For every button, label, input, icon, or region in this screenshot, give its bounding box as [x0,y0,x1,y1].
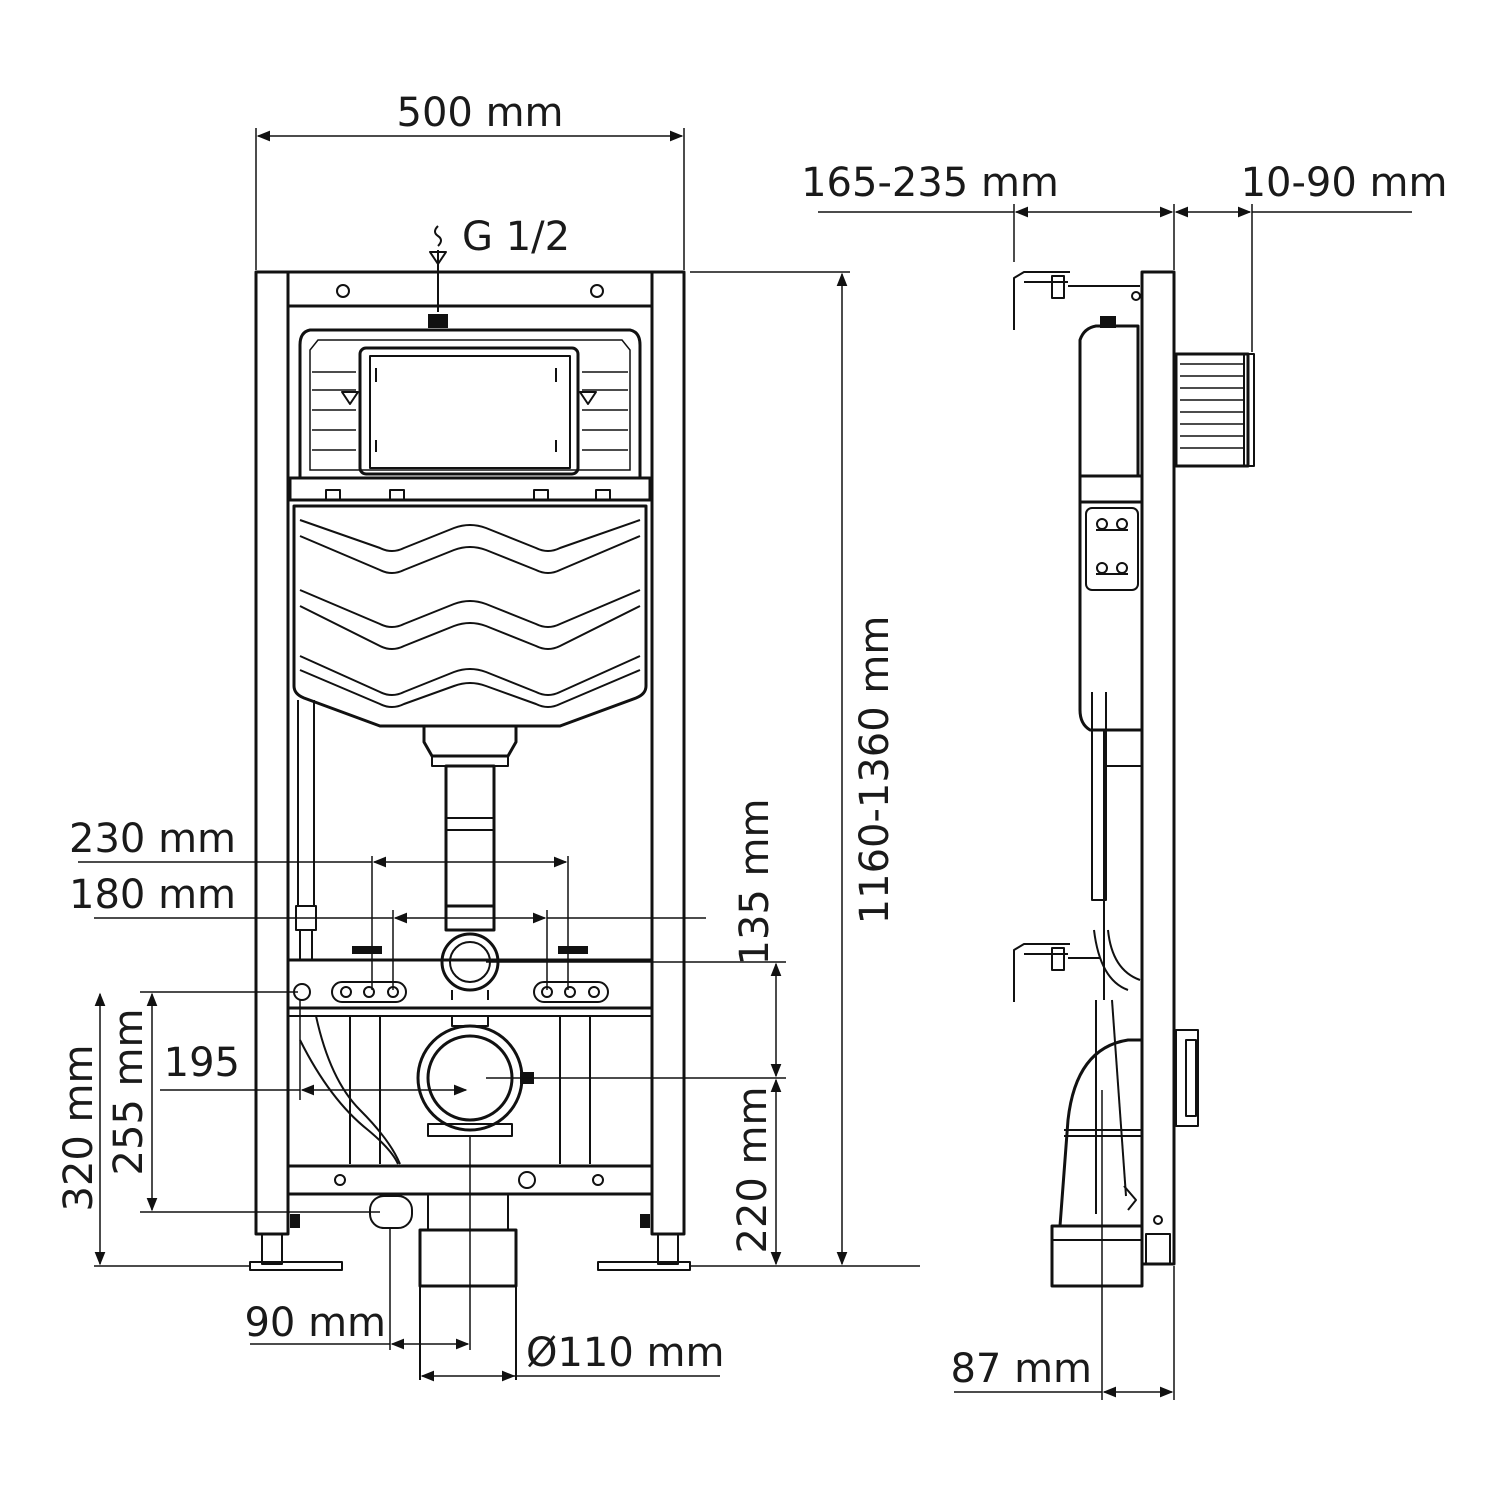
access-opening [358,346,580,476]
width-label: 500 mm [397,90,564,136]
top-crossbar [286,270,654,308]
side-post [1140,270,1176,1266]
flush-panel-side [1174,352,1250,468]
d195-label: 195 [164,1040,240,1086]
inlet-label: G 1/2 [462,214,570,260]
cistern-side [1078,324,1140,478]
d230-label: 230 mm [69,816,236,862]
d180-label: 180 mm [69,872,236,918]
d90-label: 90 mm [244,1300,386,1346]
d320-label: 320 mm [56,1045,102,1212]
diameter-label: Ø110 mm [526,1330,724,1376]
d255-label: 255 mm [106,1009,152,1176]
right-upright [650,270,686,1236]
panel-label: 10-90 mm [1241,160,1448,206]
drain-elbow [1058,1038,1144,1228]
side-view: 165-235 mm 10-90 mm 87 mm [801,160,1447,1400]
wall-label: 165-235 mm [801,160,1059,206]
mounting-plate [286,958,654,1010]
depth-label: 87 mm [950,1346,1092,1392]
drain-pipe [418,1228,518,1288]
cistern-tank [292,504,648,728]
mid-crossbar [288,476,652,502]
d135-label: 135 mm [732,799,778,966]
inlet-valve [428,314,448,328]
d220-label: 220 mm [730,1087,776,1254]
front-view: 500 mm G 1/2 1160-1360 mm 230 mm 180 mm … [56,90,920,1382]
flush-pipe [444,764,496,908]
height-label: 1160-1360 mm [852,616,898,925]
